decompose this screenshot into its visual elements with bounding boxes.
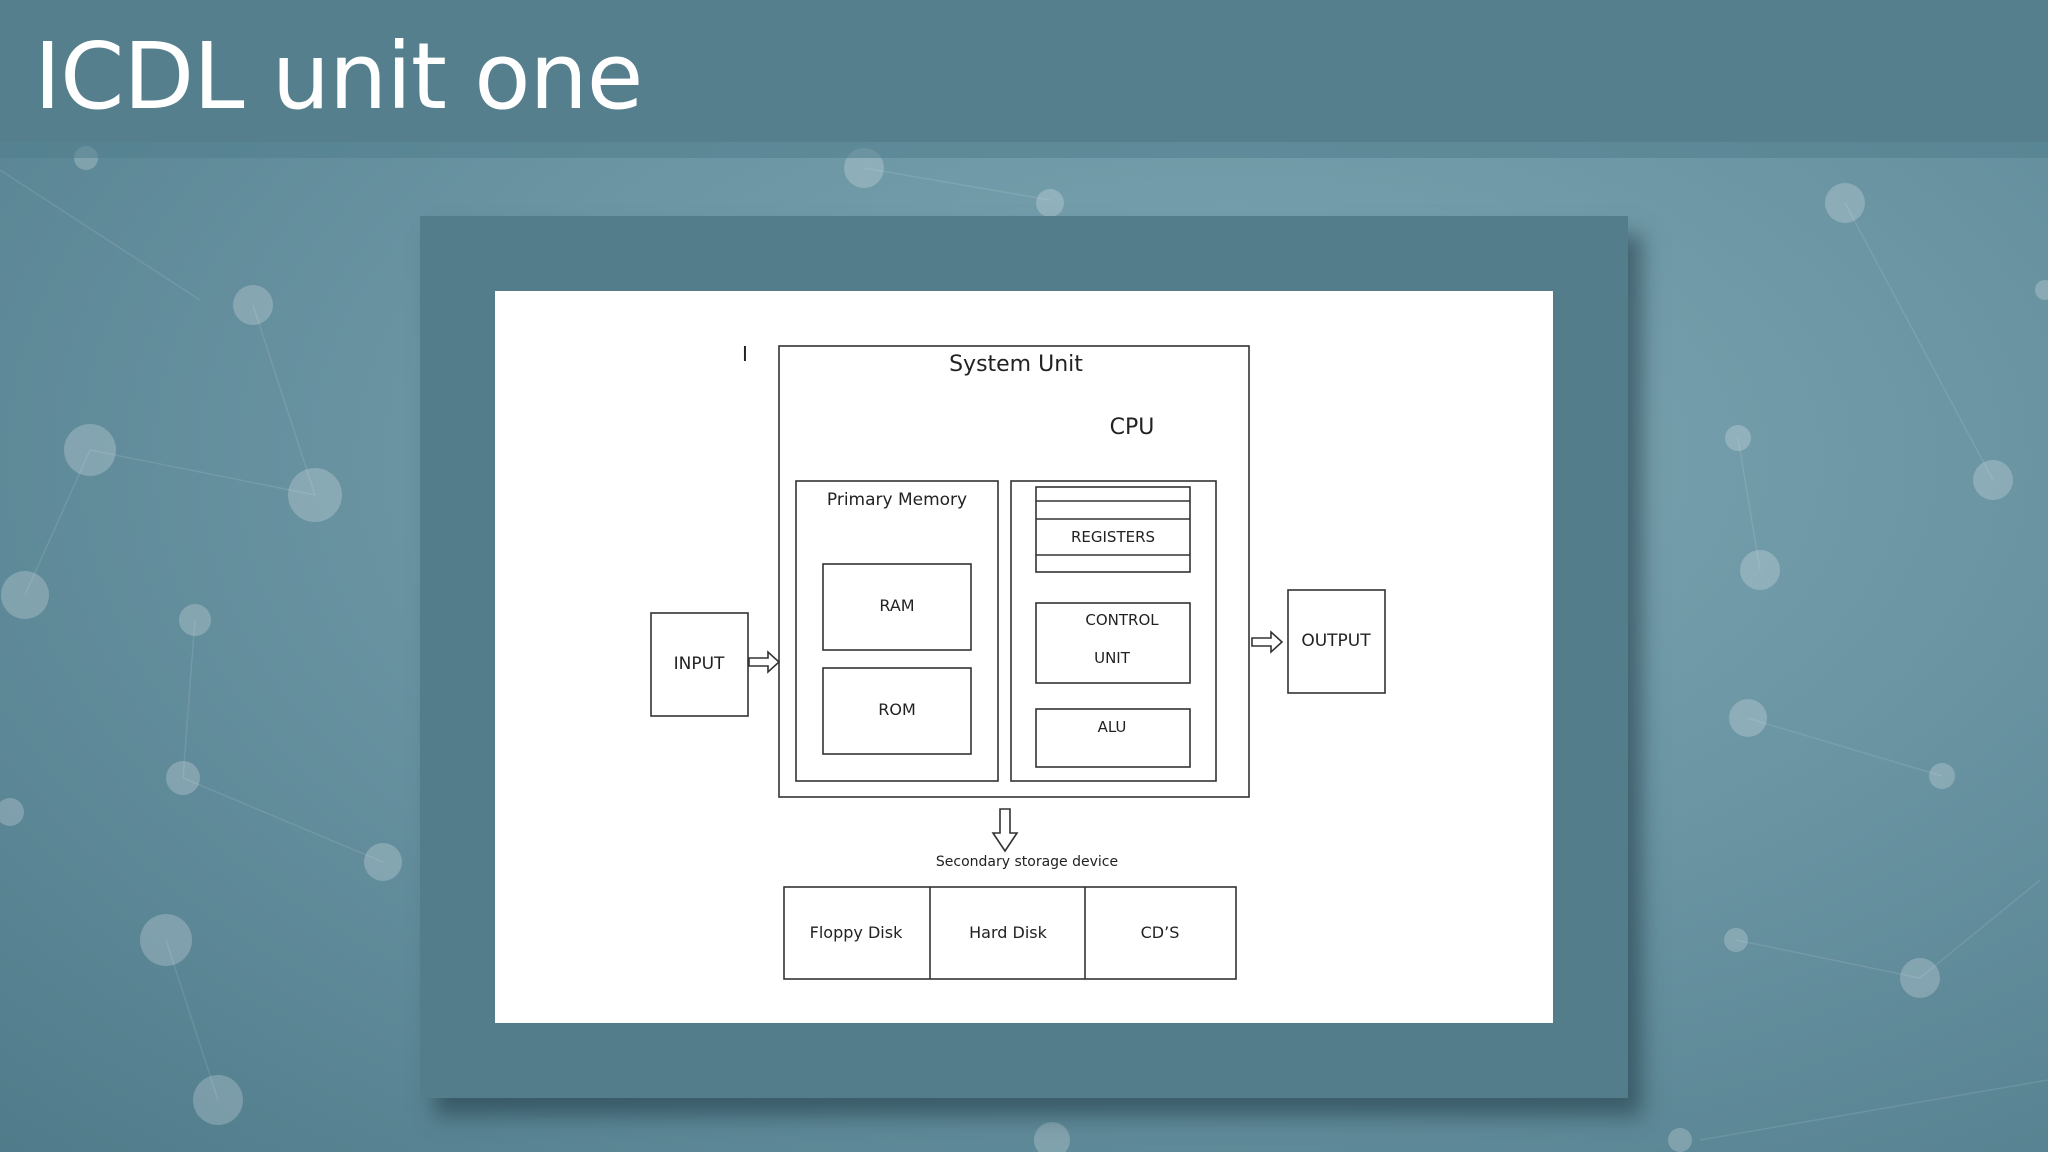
input-arrow xyxy=(748,650,781,674)
input-label: INPUT xyxy=(674,654,725,674)
ram-box xyxy=(822,563,972,651)
rom-label: ROM xyxy=(878,700,916,719)
slide-title: ICDL unit one xyxy=(34,23,643,130)
control-unit-label-line1: CONTROL xyxy=(1085,611,1159,629)
secondary-storage-label: Secondary storage device xyxy=(936,854,1118,870)
cpu-label: CPU xyxy=(1110,415,1155,440)
diagram-canvas: I System Unit CPU Primary Memory RAM ROM… xyxy=(495,291,1553,1023)
control-unit-label-line2: UNIT xyxy=(1094,649,1131,667)
primary-memory-box xyxy=(795,480,999,782)
output-box xyxy=(1287,589,1386,694)
storage-cds: CD’S xyxy=(1141,923,1180,942)
alu-box xyxy=(1035,708,1191,768)
control-unit-box xyxy=(1035,602,1191,684)
storage-arrow xyxy=(991,808,1019,853)
computer-architecture-diagram: I System Unit CPU Primary Memory RAM ROM… xyxy=(650,342,1386,980)
registers-label: REGISTERS xyxy=(1071,528,1155,546)
system-unit-box xyxy=(778,345,1250,798)
cursor-mark: I xyxy=(742,342,748,366)
cpu-box xyxy=(1010,480,1217,782)
ram-label: RAM xyxy=(879,596,914,615)
primary-memory-label: Primary Memory xyxy=(827,490,967,510)
input-box xyxy=(650,612,749,717)
output-label: OUTPUT xyxy=(1301,631,1371,651)
rom-box xyxy=(822,667,972,755)
storage-floppy-disk: Floppy Disk xyxy=(810,923,903,942)
registers-box xyxy=(1035,486,1191,573)
title-bar: ICDL unit one xyxy=(0,0,2048,142)
storage-devices-box xyxy=(783,886,1237,980)
alu-label: ALU xyxy=(1098,718,1127,736)
system-unit-label: System Unit xyxy=(949,352,1083,377)
storage-hard-disk: Hard Disk xyxy=(969,923,1047,942)
output-arrow xyxy=(1251,630,1284,654)
